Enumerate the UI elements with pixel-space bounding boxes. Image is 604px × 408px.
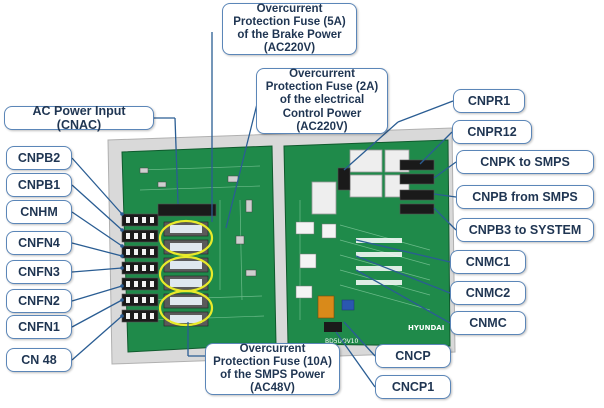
fuse-brake-label: Overcurrent Protection Fuse (5A) of the … [233,2,346,55]
callout-cnpk-to-smps: CNPK to SMPS [456,150,594,174]
left-components [139,167,257,277]
right-connector-column [337,159,435,215]
callout-cnmc1: CNMC1 [450,250,526,274]
cnfn4-label: CNFN4 [18,235,60,250]
callout-cncp1: CNCP1 [375,375,451,399]
callout-cnpb2: CNPB2 [6,146,72,170]
callout-cnfn4: CNFN4 [6,231,72,255]
callout-fuse-control: Overcurrent Protection Fuse (2A) of the … [256,68,388,134]
cncp-parts [317,295,355,332]
left-connector-pins [126,217,154,319]
cnfn2-label: CNFN2 [18,293,60,308]
cnpb2-label: CNPB2 [17,150,61,165]
cnmc-label: CNMC [469,315,507,330]
cnpr1-label: CNPR1 [467,93,511,108]
white-connectors [295,221,337,299]
fuse-smps-label: Overcurrent Protection Fuse (10A) of the… [213,342,332,395]
fuse-highlight-rings [158,219,214,327]
cnmc1-label: CNMC1 [465,254,511,269]
callout-cnmc2: CNMC2 [450,281,526,305]
cnpb3-to-system-label: CNPB3 to SYSTEM [468,222,582,237]
cnfn3-label: CNFN3 [18,264,60,279]
cn48-label: CN 48 [21,352,57,367]
callout-fuse-smps: Overcurrent Protection Fuse (10A) of the… [205,343,340,395]
cnfn1-label: CNFN1 [18,319,60,334]
board-brand: HYUNDAI [408,324,444,332]
callout-cnfn3: CNFN3 [6,260,72,284]
callout-cnpb1: CNPB1 [6,173,72,197]
callout-cnpr12: CNPR12 [452,120,532,144]
fuse-holders [163,221,209,327]
cncp1-label: CNCP1 [391,379,435,394]
fuse-control-label: Overcurrent Protection Fuse (2A) of the … [265,67,379,133]
cnmc2-label: CNMC2 [465,285,511,300]
cnpk-to-smps-label: CNPK to SMPS [480,154,570,169]
cnhm-label: CNHM [20,204,58,219]
callout-fuse-brake: Overcurrent Protection Fuse (5A) of the … [222,3,357,55]
cnpb1-label: CNPB1 [17,177,61,192]
callout-cnpr1: CNPR1 [453,89,525,113]
callout-cnfn1: CNFN1 [6,315,72,339]
callout-cnhm: CNHM [6,200,72,224]
leader-dots [120,212,124,318]
callout-cnpb3-to-system: CNPB3 to SYSTEM [456,218,594,242]
callout-ac-power-input: AC Power Input (CNAC) [4,103,154,132]
callout-cn48: CN 48 [6,348,72,372]
cnpb-from-smps-label: CNPB from SMPS [472,189,578,204]
leader-lines [71,32,457,388]
callout-cnfn2: CNFN2 [6,289,72,313]
cnac-connector [157,203,217,217]
cncp-label: CNCP [395,348,431,363]
left-connector-column [121,213,159,323]
callout-cncp: CNCP [375,344,451,368]
callout-cnmc: CNMC [450,311,526,335]
callout-cnpb-from-smps: CNPB from SMPS [456,185,594,209]
ac-power-input-label: AC Power Input (CNAC) [32,103,126,132]
cnpr12-label: CNPR12 [467,124,517,139]
board-model: BD5UOV10 [325,338,358,345]
